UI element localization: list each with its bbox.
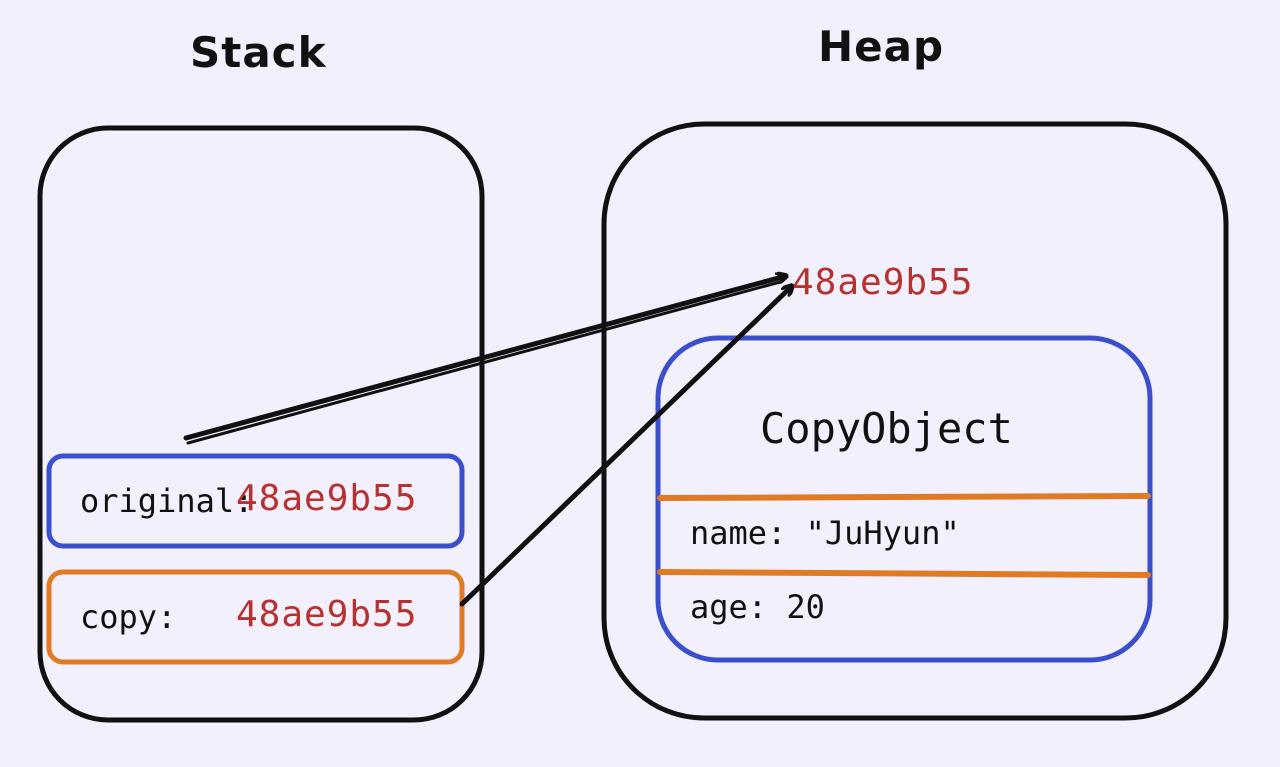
- object-field-age: age: 20: [690, 588, 825, 626]
- stack-title: Stack: [190, 28, 327, 77]
- heap-container: [601, 121, 1229, 721]
- copy-variable-box: [46, 569, 465, 665]
- copy-label: copy:: [80, 598, 177, 636]
- heap-address: 48ae9b55: [792, 262, 974, 303]
- original-variable-box: [46, 453, 465, 549]
- stack-container: [37, 125, 485, 723]
- copy-address: 48ae9b55: [236, 594, 418, 635]
- original-address: 48ae9b55: [236, 478, 418, 519]
- copy-reference-arrow: [459, 286, 792, 607]
- object-separator-2: [657, 569, 1151, 578]
- object-separator-1: [657, 493, 1151, 501]
- original-label: original:: [80, 482, 254, 520]
- object-class-name: CopyObject: [760, 404, 1013, 453]
- original-reference-arrow-stroke2: [186, 280, 782, 445]
- heap-title: Heap: [818, 22, 945, 71]
- object-field-name: name: "JuHyun": [690, 514, 960, 552]
- original-reference-arrow: [183, 276, 786, 441]
